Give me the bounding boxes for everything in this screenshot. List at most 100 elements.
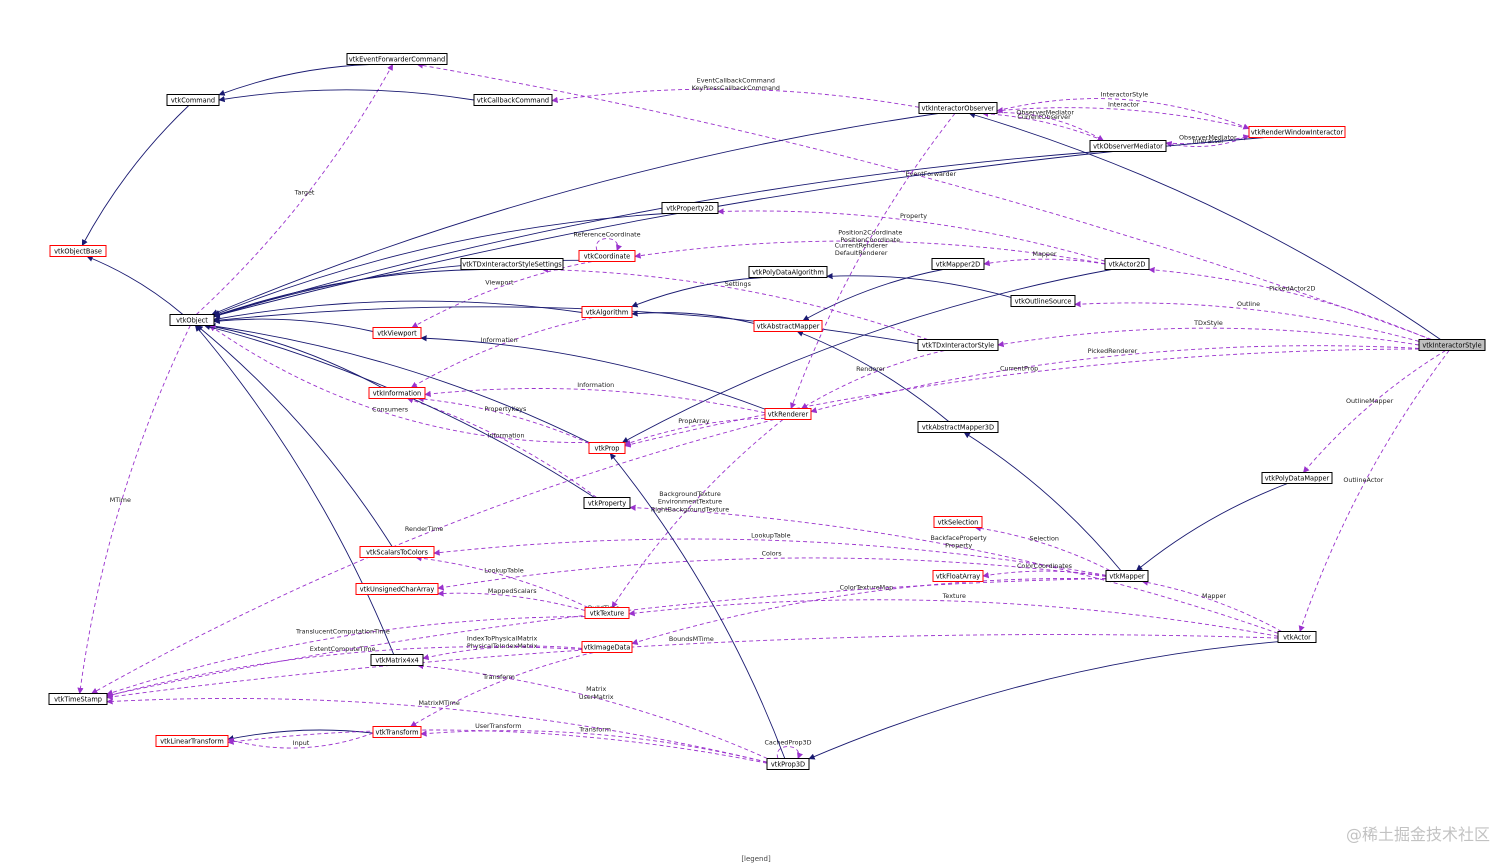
edge-label: Outline <box>1237 300 1260 308</box>
node-label: vtkCommand <box>171 96 215 104</box>
node-vtk-viewport[interactable]: vtkViewport <box>372 327 422 339</box>
node-label: vtkPolyDataMapper <box>1265 474 1330 482</box>
edge-label: CurrentObserver <box>1017 113 1071 121</box>
node-vtk-texture[interactable]: vtkTexture <box>584 607 630 619</box>
node-vtk-object[interactable]: vtkObject <box>169 314 215 326</box>
node-box <box>1105 570 1149 582</box>
node-vtk-prop[interactable]: vtkProp <box>588 442 626 454</box>
edge-label: ObserverMediator <box>1016 108 1074 116</box>
node-vtk-object-base[interactable]: vtkObjectBase <box>49 245 107 257</box>
edge-vtk-matrix4x4-to-vtk-object <box>194 325 395 655</box>
node-box <box>917 421 999 433</box>
edge-vtk-observer-mediator-to-vtk-interactor-observer: CurrentObserver <box>981 110 1104 141</box>
node-vtk-poly-data-mapper[interactable]: vtkPolyDataMapper <box>1261 472 1333 484</box>
node-vtk-interactor-style[interactable]: vtkInteractorStyle <box>1418 339 1486 351</box>
edge-line <box>1136 483 1288 571</box>
edge-label: OutlineMapper <box>1346 397 1394 405</box>
edge-label: OutlineActor <box>1343 476 1383 484</box>
edge-label: MTime <box>110 496 131 504</box>
node-vtk-command[interactable]: vtkCommand <box>166 94 220 106</box>
node-vtk-observer-mediator[interactable]: vtkObserverMediator <box>1089 140 1167 152</box>
edge-label: Interactor <box>1192 137 1224 145</box>
node-label: vtkObserverMediator <box>1093 142 1163 150</box>
node-box <box>918 102 998 114</box>
edge-vtk-interactor-style-to-vtk-actor: OutlineActor <box>1298 350 1450 633</box>
node-vtk-render-window-interactor[interactable]: vtkRenderWindowInteractor <box>1248 126 1346 138</box>
node-vtk-mapper2-d[interactable]: vtkMapper2D <box>931 258 985 270</box>
node-vtk-information[interactable]: vtkInformation <box>368 387 426 399</box>
node-box <box>1248 126 1346 138</box>
node-vtk-mapper[interactable]: vtkMapper <box>1105 570 1149 582</box>
node-box <box>933 516 983 528</box>
node-vtk-property[interactable]: vtkProperty <box>583 497 631 509</box>
node-vtk-coordinate[interactable]: vtkCoordinate <box>578 250 636 262</box>
edge-vtk-render-window-interactor-to-vtk-object <box>213 137 1265 318</box>
edge-vtk-outline-source-to-vtk-poly-data-algorithm <box>826 273 1012 298</box>
node-vtk-renderer[interactable]: vtkRenderer <box>764 408 812 420</box>
edge-line <box>974 525 1111 571</box>
node-vtk-transform[interactable]: vtkTransform <box>372 726 422 738</box>
node-vtk-t-dx-interactor-style[interactable]: vtkTDxInteractorStyle <box>917 339 999 351</box>
node-vtk-interactor-observer[interactable]: vtkInteractorObserver <box>918 102 998 114</box>
edge-line <box>551 88 920 108</box>
node-vtk-algorithm[interactable]: vtkAlgorithm <box>581 306 633 318</box>
edge-label: Mapper <box>1032 250 1056 258</box>
node-vtk-t-dx-interactor-style-settings[interactable]: vtkTDxInteractorStyleSettings <box>460 258 564 270</box>
edge-label: ExtentComputeTime <box>310 645 376 653</box>
edge-vtk-observer-mediator-to-vtk-object <box>213 151 1099 318</box>
edge-vtk-actor2-d-to-vtk-property2-d: Property <box>717 208 1106 262</box>
node-box <box>932 570 984 582</box>
node-vtk-abstract-mapper[interactable]: vtkAbstractMapper <box>753 320 823 332</box>
edge-line <box>624 348 1420 448</box>
edge-vtk-algorithm-to-vtk-object <box>213 300 583 322</box>
node-vtk-selection[interactable]: vtkSelection <box>933 516 983 528</box>
node-label: vtkProp <box>595 444 620 452</box>
node-label: vtkViewport <box>377 329 417 337</box>
node-label: vtkActor <box>1283 633 1311 641</box>
node-vtk-callback-command[interactable]: vtkCallbackCommand <box>473 94 553 106</box>
edge-label: PropertyKeys <box>484 405 527 413</box>
edge-vtk-image-data-to-vtk-time-stamp: ExtentComputeTime <box>106 645 583 698</box>
node-vtk-unsigned-char-array[interactable]: vtkUnsignedCharArray <box>355 583 439 595</box>
edge-vtk-renderer-to-vtk-viewport <box>420 335 766 410</box>
edge-vtk-mapper-to-vtk-unsigned-char-array: Colors <box>437 549 1107 591</box>
edge-vtk-render-window-interactor-to-vtk-interactor-observer: Interactor <box>996 101 1250 130</box>
edge-line <box>621 269 1112 443</box>
node-vtk-abstract-mapper3-d[interactable]: vtkAbstractMapper3D <box>917 421 999 433</box>
node-vtk-time-stamp[interactable]: vtkTimeStamp <box>48 693 108 705</box>
edge-label: Property <box>900 212 927 220</box>
node-vtk-float-array[interactable]: vtkFloatArray <box>932 570 984 582</box>
edge-vtk-mapper-to-vtk-float-array: ColorCoordinates <box>982 562 1107 579</box>
node-box <box>748 266 828 278</box>
node-vtk-poly-data-algorithm[interactable]: vtkPolyDataAlgorithm <box>748 266 828 278</box>
node-vtk-event-forwarder-command[interactable]: vtkEventForwarderCommand <box>346 53 448 65</box>
node-vtk-outline-source[interactable]: vtkOutlineSource <box>1010 295 1076 307</box>
edge-label: ObserverMediator <box>1179 134 1237 142</box>
node-box <box>583 497 631 509</box>
node-vtk-property2-d[interactable]: vtkProperty2D <box>661 202 719 214</box>
node-box <box>581 306 633 318</box>
node-vtk-actor[interactable]: vtkActor <box>1277 631 1317 643</box>
edge-vtk-command-to-vtk-object-base <box>81 105 190 247</box>
node-vtk-linear-transform[interactable]: vtkLinearTransform <box>155 735 229 747</box>
node-vtk-image-data[interactable]: vtkImageData <box>581 641 633 653</box>
node-vtk-scalars-to-colors[interactable]: vtkScalarsToColors <box>359 546 435 558</box>
node-vtk-prop3-d[interactable]: vtkProp3D <box>766 758 810 770</box>
edge-vtk-observer-mediator-to-vtk-render-window-interactor: ObserverMediator <box>1165 134 1250 145</box>
edge-line <box>106 646 583 698</box>
node-vtk-matrix4x4[interactable]: vtkMatrix4x4 <box>370 654 424 666</box>
legend-link[interactable]: [legend] <box>741 855 771 863</box>
watermark-text: @稀土掘金技术社区 <box>1345 825 1490 844</box>
node-label: vtkPolyDataAlgorithm <box>752 268 824 276</box>
node-label: vtkRenderWindowInteractor <box>1251 128 1344 136</box>
node-box <box>764 408 812 420</box>
node-vtk-actor2-d[interactable]: vtkActor2D <box>1104 258 1150 270</box>
edge-line <box>213 300 583 322</box>
node-box <box>370 654 424 666</box>
node-box <box>584 607 630 619</box>
edge-line <box>631 277 764 308</box>
